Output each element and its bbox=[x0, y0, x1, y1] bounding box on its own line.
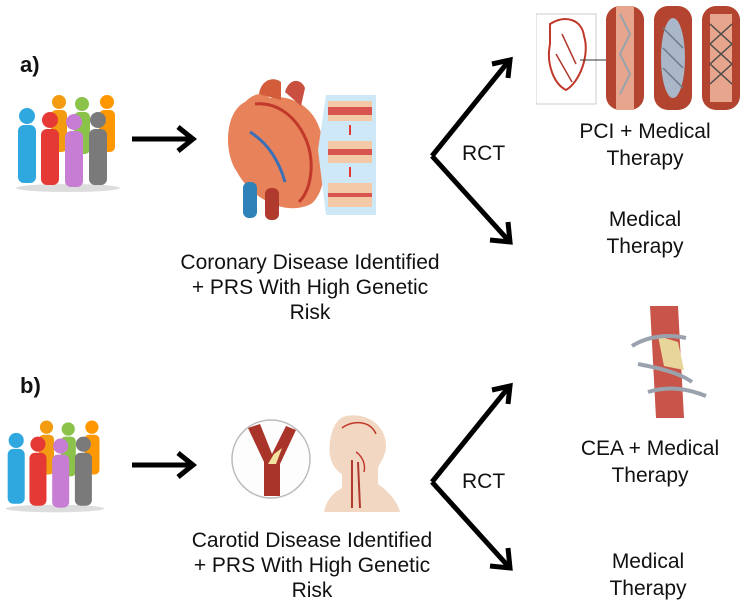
rct-label: RCT bbox=[462, 470, 506, 493]
panel-b-label: b) bbox=[20, 373, 41, 398]
fork-arrows-icon bbox=[430, 56, 513, 245]
outcome-line-1: PCI + Medical bbox=[579, 120, 711, 143]
outcome-line-2: Therapy bbox=[606, 235, 684, 258]
panel-a-caption: Coronary Disease Identified + PRS With H… bbox=[160, 250, 460, 325]
endarterectomy-icon bbox=[630, 306, 707, 418]
head-neck-icon bbox=[324, 415, 400, 512]
caption-line-2: + PRS With High Genetic bbox=[191, 276, 429, 299]
panel-b-outcome-medical: Medical Therapy bbox=[578, 548, 718, 602]
caption-line-1: Carotid Disease Identified bbox=[191, 529, 433, 552]
outcome-line-1: CEA + Medical bbox=[580, 437, 720, 460]
caption-line-3: Risk bbox=[289, 301, 331, 324]
coronary-stent-icon bbox=[536, 6, 740, 110]
panel-a-outcome-medical: Medical Therapy bbox=[575, 206, 715, 260]
person-purple bbox=[52, 438, 70, 508]
outcome-line-2: Therapy bbox=[606, 147, 684, 170]
carotid-artery-icon bbox=[231, 419, 311, 499]
outcome-line-2: Therapy bbox=[609, 577, 687, 600]
right-arrow-icon bbox=[132, 125, 198, 153]
panel-b-caption: Carotid Disease Identified + PRS With Hi… bbox=[162, 528, 462, 603]
person-blue bbox=[7, 432, 25, 504]
person-purple bbox=[65, 114, 83, 187]
outcome-line-2: Therapy bbox=[611, 464, 689, 487]
caption-line-2: + PRS With High Genetic bbox=[193, 554, 431, 577]
artery-plaque-inset-icon bbox=[318, 95, 376, 215]
panel-a-label: a) bbox=[20, 52, 40, 77]
person-gray bbox=[89, 112, 107, 185]
panel-b-outcome-cea: CEA + Medical Therapy bbox=[560, 435, 740, 489]
heart-icon bbox=[227, 79, 326, 220]
crowd-icon bbox=[16, 95, 120, 192]
person-red bbox=[29, 436, 47, 506]
caption-line-3: Risk bbox=[291, 579, 333, 602]
outcome-line-1: Medical bbox=[608, 208, 682, 231]
person-gray bbox=[74, 436, 92, 506]
right-arrow-icon bbox=[132, 451, 198, 479]
person-red bbox=[41, 112, 59, 185]
rct-label: RCT bbox=[462, 142, 506, 165]
fork-arrows-icon bbox=[430, 382, 513, 571]
panel-a-outcome-pci: PCI + Medical Therapy bbox=[560, 118, 730, 172]
crowd-icon bbox=[5, 420, 105, 513]
caption-line-1: Coronary Disease Identified bbox=[180, 251, 440, 274]
person-blue bbox=[18, 108, 36, 183]
outcome-line-1: Medical bbox=[611, 550, 685, 573]
